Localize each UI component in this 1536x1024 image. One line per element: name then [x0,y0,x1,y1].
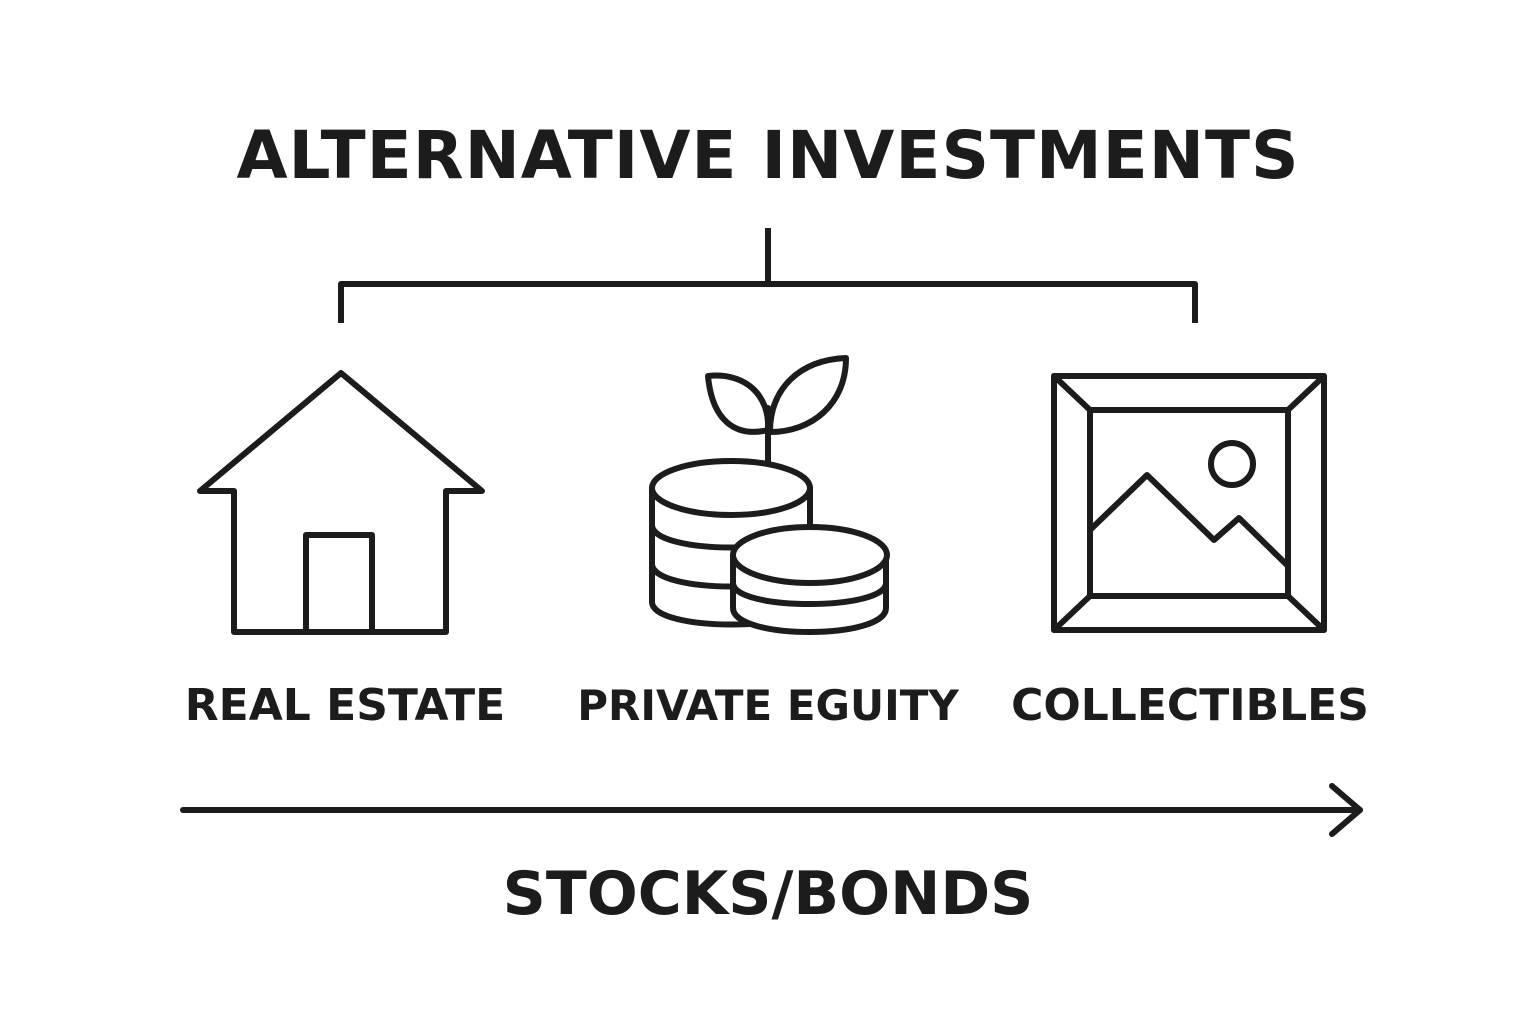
framed-picture-icon [1051,373,1327,633]
category-label-private-equity: PRIVATE EGUITY [577,681,959,730]
tree-connector [338,228,1198,323]
category-label-real-estate: REAL ESTATE [184,680,506,731]
diagram-title: ALTERNATIVE INVESTMENTS [236,117,1300,194]
bottom-label: STOCKS/BONDS [502,859,1034,929]
category-label-collectibles: COLLECTIBLES [1011,680,1369,731]
horizontal-arrow [180,783,1363,837]
coins-sprout-icon [649,355,890,635]
house-icon [197,370,485,635]
